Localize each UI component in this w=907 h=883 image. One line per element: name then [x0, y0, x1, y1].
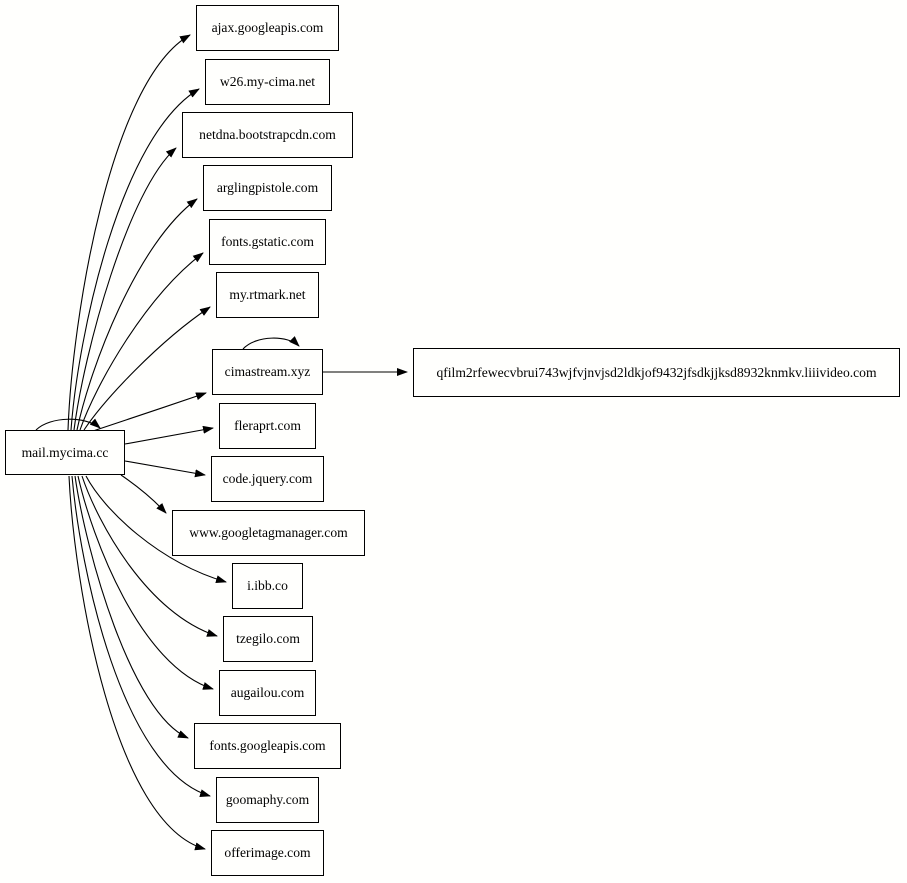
node-label: arglingpistole.com: [216, 180, 319, 196]
node-netdna-bootstrapcdn-com[interactable]: netdna.bootstrapcdn.com: [182, 112, 353, 158]
node-my-rtmark-net[interactable]: my.rtmark.net: [216, 272, 319, 318]
edge-mail-to-fleraprt: [124, 425, 214, 445]
node-arglingpistole-com[interactable]: arglingpistole.com: [203, 165, 332, 211]
node-label: goomaphy.com: [225, 792, 310, 808]
node-goomaphy-com[interactable]: goomaphy.com: [216, 777, 319, 823]
node-label: i.ibb.co: [247, 578, 288, 594]
node-qfilm-liiivideo-com[interactable]: qfilm2rfewecvbrui743wjfvjnvjsd2ldkjof943…: [413, 348, 900, 397]
edge-mail-to-iibb: [85, 475, 227, 584]
node-offerimage-com[interactable]: offerimage.com: [211, 830, 324, 876]
edge-mail-to-codejquery: [124, 460, 206, 478]
node-label: fonts.gstatic.com: [221, 234, 314, 250]
node-label: www.googletagmanager.com: [189, 525, 348, 541]
edge-mail-to-offerimage: [68, 475, 206, 851]
edge-mail-to-augailou: [77, 475, 214, 690]
node-label: mail.mycima.cc: [21, 444, 109, 460]
node-fonts-googleapis-com[interactable]: fonts.googleapis.com: [194, 723, 341, 769]
node-i-ibb-co[interactable]: i.ibb.co: [232, 563, 303, 609]
edge-mail-to-ajax: [67, 34, 191, 431]
node-fonts-gstatic-com[interactable]: fonts.gstatic.com: [209, 219, 326, 265]
node-w26-my-cima-net[interactable]: w26.my-cima.net: [205, 59, 330, 105]
node-label: fleraprt.com: [234, 418, 301, 434]
edge-mail-to-myrtmark: [83, 306, 211, 431]
node-code-jquery-com[interactable]: code.jquery.com: [211, 456, 324, 502]
edge-mail-to-netdna: [73, 147, 177, 431]
edge-mail-to-cimastream: [89, 392, 207, 433]
node-label: qfilm2rfewecvbrui743wjfvjnvjsd2ldkjof943…: [436, 364, 877, 380]
edge-mail-to-fontsgstatic: [79, 252, 204, 431]
node-cimastream-xyz[interactable]: cimastream.xyz: [212, 349, 323, 395]
node-ajax-googleapis-com[interactable]: ajax.googleapis.com: [196, 5, 339, 51]
node-mail-mycima-cc[interactable]: mail.mycima.cc: [5, 430, 125, 475]
node-label: offerimage.com: [224, 845, 311, 861]
node-label: my.rtmark.net: [229, 287, 306, 303]
node-label: fonts.googleapis.com: [209, 738, 326, 754]
edge-mail-to-w26: [70, 88, 200, 431]
edge-mail-to-goomaphy: [71, 475, 211, 797]
node-label: w26.my-cima.net: [219, 74, 316, 90]
node-label: tzegilo.com: [236, 631, 300, 647]
edge-mail-to-fontsgoogleapis: [74, 475, 189, 739]
edge-cimastream-to-cimastream: [242, 336, 300, 350]
node-fleraprt-com[interactable]: fleraprt.com: [219, 403, 316, 449]
node-label: cimastream.xyz: [224, 364, 311, 380]
node-augailou-com[interactable]: augailou.com: [219, 670, 316, 716]
node-label: augailou.com: [230, 685, 305, 701]
node-tzegilo-com[interactable]: tzegilo.com: [223, 616, 313, 662]
edge-mail-to-googletagmanager: [120, 474, 167, 514]
node-label: ajax.googleapis.com: [211, 20, 324, 36]
edge-mail-to-arglingpistole: [76, 198, 198, 431]
node-www-googletagmanager-com[interactable]: www.googletagmanager.com: [172, 510, 365, 556]
edge-mail-to-tzegilo: [81, 475, 218, 637]
node-label: code.jquery.com: [222, 471, 313, 487]
node-label: netdna.bootstrapcdn.com: [199, 127, 336, 143]
